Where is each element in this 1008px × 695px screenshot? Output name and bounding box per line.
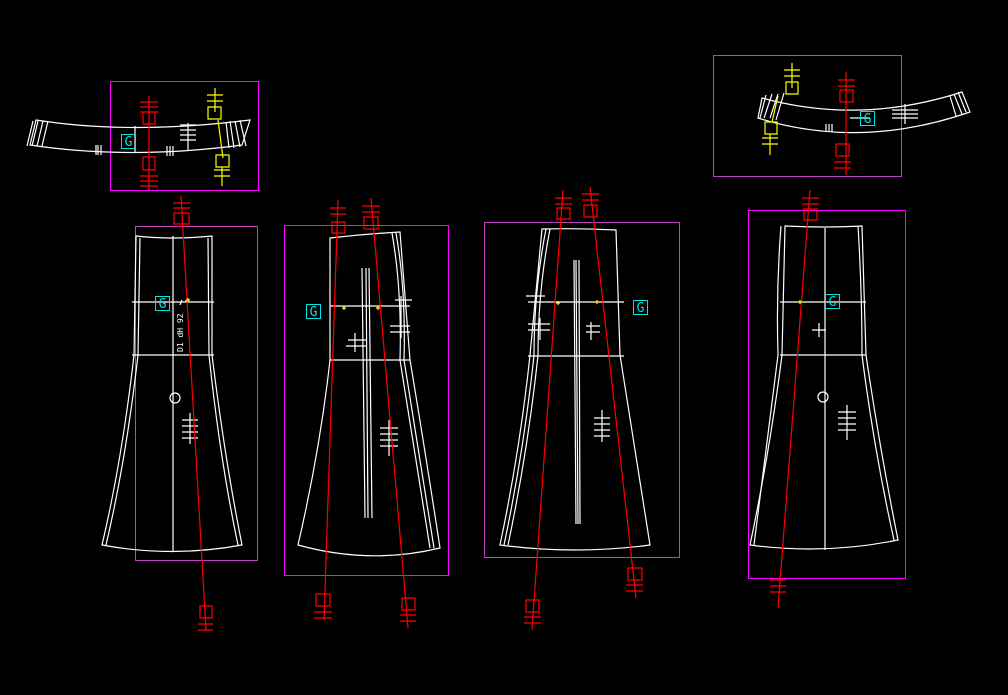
grainlines[interactable] (140, 72, 855, 631)
bounding-box-side-right[interactable] (484, 222, 680, 558)
grade-label-waistband-right[interactable]: G (860, 111, 875, 127)
waistband-right-outline[interactable] (757, 91, 971, 134)
grade-label-front[interactable]: G (155, 296, 170, 312)
back-panel-outline[interactable] (749, 225, 899, 550)
grade-label-side-right[interactable]: G (633, 300, 648, 316)
side-panel-left-outline[interactable] (297, 231, 441, 557)
grade-label-waistband-left[interactable]: G (121, 134, 136, 150)
grade-label-side-left[interactable]: G (306, 304, 321, 320)
bounding-box-back[interactable] (748, 210, 906, 579)
front-panel-text: D1 dH 92 (176, 313, 185, 352)
front-panel-outline[interactable] (101, 235, 243, 553)
bounding-box-side-left[interactable] (284, 225, 449, 576)
bounding-box-waistband-left[interactable] (110, 81, 259, 191)
waistband-left-outline[interactable] (26, 119, 251, 156)
side-panel-right-outline[interactable] (499, 228, 651, 551)
bounding-box-waistband-right[interactable] (713, 55, 902, 177)
grade-label-back[interactable]: G (825, 294, 840, 310)
notch-markers[interactable] (186, 63, 802, 310)
bounding-box-front[interactable] (135, 226, 258, 561)
